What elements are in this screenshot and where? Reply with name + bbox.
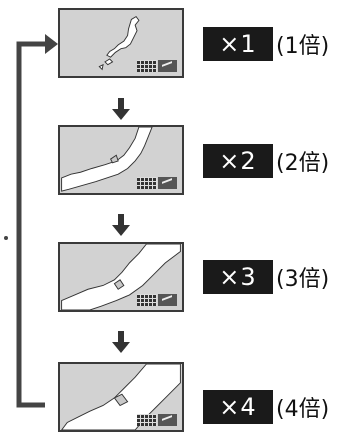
zoom-badge-4: ×4	[203, 390, 273, 424]
map-frame-2	[58, 125, 184, 195]
map-japan-1x	[98, 15, 140, 71]
map-pan-icon	[158, 177, 177, 189]
map-frame-1	[58, 8, 184, 78]
down-arrow-icon	[112, 98, 130, 120]
zoom-badge-1: ×1	[203, 27, 273, 61]
map-frame-4	[58, 362, 184, 432]
map-grid-icon	[137, 294, 157, 306]
zoom-label-2: (2倍)	[276, 151, 330, 176]
map-japan-4x	[61, 364, 181, 430]
map-icons	[137, 177, 177, 189]
map-icons	[137, 60, 177, 72]
map-japan-2x	[61, 127, 153, 192]
map-icons	[137, 294, 177, 306]
map-grid-icon	[137, 60, 157, 72]
map-pan-icon	[158, 414, 177, 426]
map-pan-icon	[158, 60, 177, 72]
map-japan-3x	[61, 244, 181, 310]
map-grid-icon	[137, 177, 157, 189]
zoom-label-1: (1倍)	[276, 34, 330, 59]
zoom-label-4: (4倍)	[276, 397, 330, 422]
zoom-badge-2: ×2	[203, 144, 273, 178]
zoom-badge-3: ×3	[203, 260, 273, 294]
down-arrow-icon	[112, 214, 130, 236]
map-pan-icon	[158, 294, 177, 306]
map-grid-icon	[137, 414, 157, 426]
map-frame-3	[58, 242, 184, 312]
zoom-label-3: (3倍)	[276, 267, 330, 292]
bullet-dot	[4, 236, 8, 240]
down-arrow-icon	[112, 331, 130, 353]
map-icons	[137, 414, 177, 426]
